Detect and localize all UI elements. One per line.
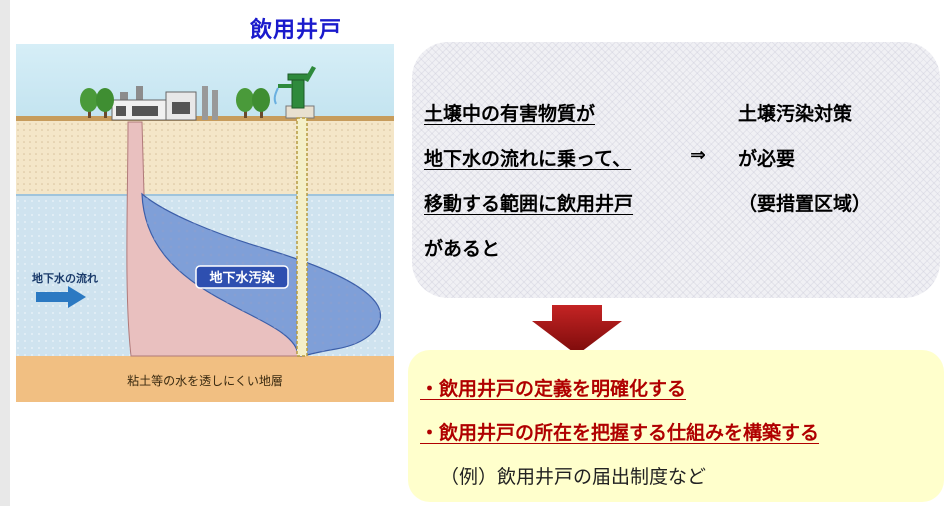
groundwater-illustration: 地下水の流れ 地下水汚染 粘土等の水を透しにくい地層 [16,44,394,402]
well-shaft [296,117,308,357]
condition-line-4: があると [424,238,501,260]
condition-line-2: 地下水の流れに乗って、 [424,148,632,170]
flow-arrow-shaft [36,292,68,302]
contamination-label: 地下水汚染 [209,270,275,286]
tree-icon [80,88,270,118]
down-arrow-icon [532,305,622,355]
left-margin-bar [0,0,10,506]
result-line-2: が必要 [738,148,796,170]
result-line-3: （要措置区域） [738,193,872,215]
flow-arrow-head [68,286,86,308]
well-pump-icon [273,66,316,119]
clay-layer [16,356,394,402]
factory-icon [111,86,218,121]
action-example: （例）飲用井戸の届出制度など [440,466,707,488]
action-item-1: ・飲用井戸の定義を明確化する [420,374,686,401]
action-item-2-text: ・飲用井戸の所在を把握する仕組みを構築する [420,422,820,444]
action-item-2: ・飲用井戸の所在を把握する仕組みを構築する [420,418,819,445]
condition-panel [412,42,940,298]
contamination-label-box [195,265,289,289]
flow-label: 地下水の流れ [32,271,98,285]
action-panel [408,350,944,502]
action-item-1-text: ・飲用井戸の定義を明確化する [420,378,687,400]
condition-line-3: 移動する範囲に飲用井戸 [424,193,634,215]
condition-line-1: 土壌中の有害物質が [424,103,596,125]
result-line-1: 土壌汚染対策 [738,103,853,125]
page-title: 飲用井戸 [250,18,343,43]
layer-label: 粘土等の水を透しにくい地層 [127,373,283,388]
implication-arrow: ⇒ [690,144,706,166]
